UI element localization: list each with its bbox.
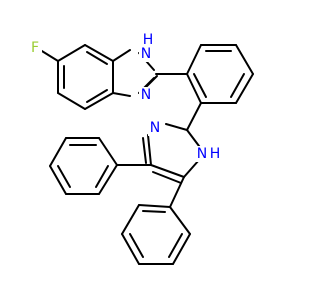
bond <box>121 233 140 265</box>
bond <box>98 137 118 166</box>
bond <box>57 92 86 110</box>
bond <box>57 44 86 62</box>
bond <box>169 176 185 208</box>
imidazole-ring <box>142 123 203 184</box>
bond <box>121 204 140 235</box>
bond <box>142 210 166 213</box>
bond <box>168 233 183 258</box>
bond <box>142 137 147 164</box>
label-background <box>139 46 153 62</box>
bond <box>193 73 207 98</box>
bond <box>186 44 202 75</box>
bond <box>95 165 109 188</box>
bond <box>86 89 108 103</box>
bottom-diphenyl-ring <box>121 176 191 265</box>
molecule-diagram: F H N N N N H <box>28 32 254 265</box>
benzimidazole-benzene-ring <box>57 44 114 110</box>
bond <box>169 206 191 235</box>
central-phenyl-ring <box>186 44 254 104</box>
label-background <box>142 33 154 47</box>
bond <box>186 73 202 104</box>
bond <box>165 123 188 131</box>
atom-labels: F H N N N N H <box>28 32 221 162</box>
nitrogen-label-top: N <box>141 46 151 62</box>
bond <box>129 233 144 258</box>
nitrogen-label-middle: N <box>141 87 151 103</box>
bond <box>84 44 114 62</box>
bond <box>112 49 131 62</box>
bond <box>138 204 171 208</box>
bond <box>183 159 200 178</box>
imidazole-nitrogen-left: N <box>150 120 160 136</box>
bond <box>230 73 245 98</box>
bond <box>98 164 118 195</box>
bond <box>84 92 114 110</box>
bond <box>147 134 152 166</box>
imidazole-nitrogen-right: N <box>197 146 207 162</box>
label-background <box>195 146 209 162</box>
molecule-structure: F H N N N N H <box>28 32 254 265</box>
left-diphenyl-ring <box>49 137 152 195</box>
imidazole-hydrogen-right: H <box>210 146 221 162</box>
label-background <box>139 87 153 103</box>
bond <box>144 75 158 89</box>
bond <box>49 137 67 167</box>
label-background <box>148 120 162 136</box>
bond <box>172 233 191 265</box>
label-background <box>209 146 221 162</box>
bond <box>57 165 71 188</box>
bond <box>235 44 254 75</box>
label-background <box>28 39 42 57</box>
bond <box>112 92 131 97</box>
bond <box>152 171 182 184</box>
nh-hydrogen-label-top: H <box>143 32 154 48</box>
bond <box>235 73 254 104</box>
bond <box>150 164 185 178</box>
bond <box>186 102 202 131</box>
fluorine-label: F <box>31 40 39 56</box>
bond <box>86 51 108 65</box>
bond <box>49 165 67 195</box>
